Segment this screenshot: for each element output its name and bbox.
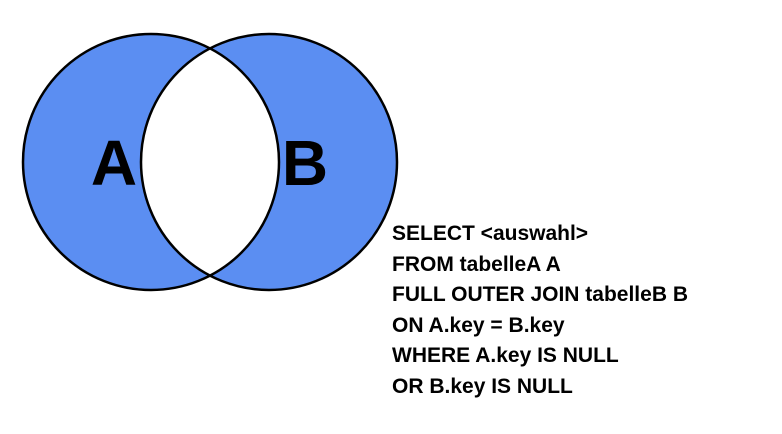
sql-line-select: SELECT <auswahl>: [392, 222, 589, 245]
intersection-region: [141, 34, 279, 290]
sql-line-join: FULL OUTER JOIN tabelleB B: [392, 283, 688, 306]
set-a-outline: [21, 32, 281, 292]
set-b-outline: [139, 32, 399, 292]
set-b-label: B: [282, 127, 328, 199]
sql-line-on: ON A.key = B.key: [392, 313, 565, 337]
sql-query: SELECT <auswahl> FROM tabelleA A FULL OU…: [392, 219, 688, 402]
sql-line-from: FROM tabelleA A: [392, 252, 561, 276]
set-a-label: A: [91, 127, 137, 199]
sql-line-where: WHERE A.key IS NULL: [392, 344, 619, 367]
sql-line-or: OR B.key IS NULL: [392, 374, 573, 398]
